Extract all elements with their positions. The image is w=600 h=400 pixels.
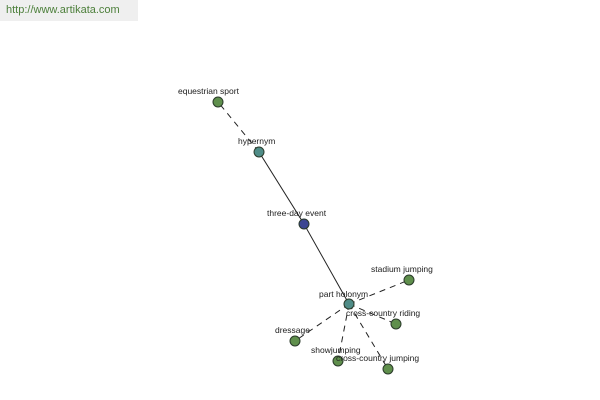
node-equestrian-sport[interactable] [212, 96, 224, 108]
node-cross-country-riding[interactable] [390, 318, 402, 330]
node-label-part-holonym: part holonym [319, 289, 368, 299]
node-label-showjumping: showjumping [311, 345, 361, 355]
node-label-hypernym: hypernym [238, 136, 275, 146]
url-banner[interactable]: http://www.artikata.com [0, 0, 138, 21]
node-showjumping[interactable] [332, 355, 344, 367]
node-label-cross-country-jumping: cross-country jumping [336, 353, 419, 363]
node-label-dressage: dressage [275, 325, 310, 335]
edge-part-holonym-to-dressage [294, 303, 350, 342]
node-dressage[interactable] [289, 335, 301, 347]
node-three-day-event[interactable] [298, 218, 310, 230]
labels-layer: equestrian sport hypernym three-day event p… [178, 86, 433, 363]
node-cross-country-jumping[interactable] [382, 363, 394, 375]
edges-layer [217, 101, 410, 370]
node-stadium-jumping[interactable] [403, 274, 415, 286]
node-part-holonym[interactable] [343, 298, 355, 310]
edge-three-day-event-to-hypernym [258, 151, 305, 225]
node-hypernym[interactable] [253, 146, 265, 158]
url-link[interactable]: http://www.artikata.com [6, 4, 120, 16]
node-label-equestrian-sport: equestrian sport [178, 86, 240, 96]
edge-three-day-event-to-part-holonym [303, 223, 350, 305]
nodes-layer [212, 96, 415, 375]
node-label-stadium-jumping: stadium jumping [371, 264, 433, 274]
node-label-three-day-event: three-day event [267, 208, 327, 218]
node-label-cross-country-riding: cross-country riding [346, 308, 420, 318]
edge-part-holonym-to-cross-country-jumping [348, 303, 389, 370]
edge-part-holonym-to-cross-country-riding [348, 303, 397, 325]
edge-part-holonym-to-showjumping [337, 303, 350, 362]
